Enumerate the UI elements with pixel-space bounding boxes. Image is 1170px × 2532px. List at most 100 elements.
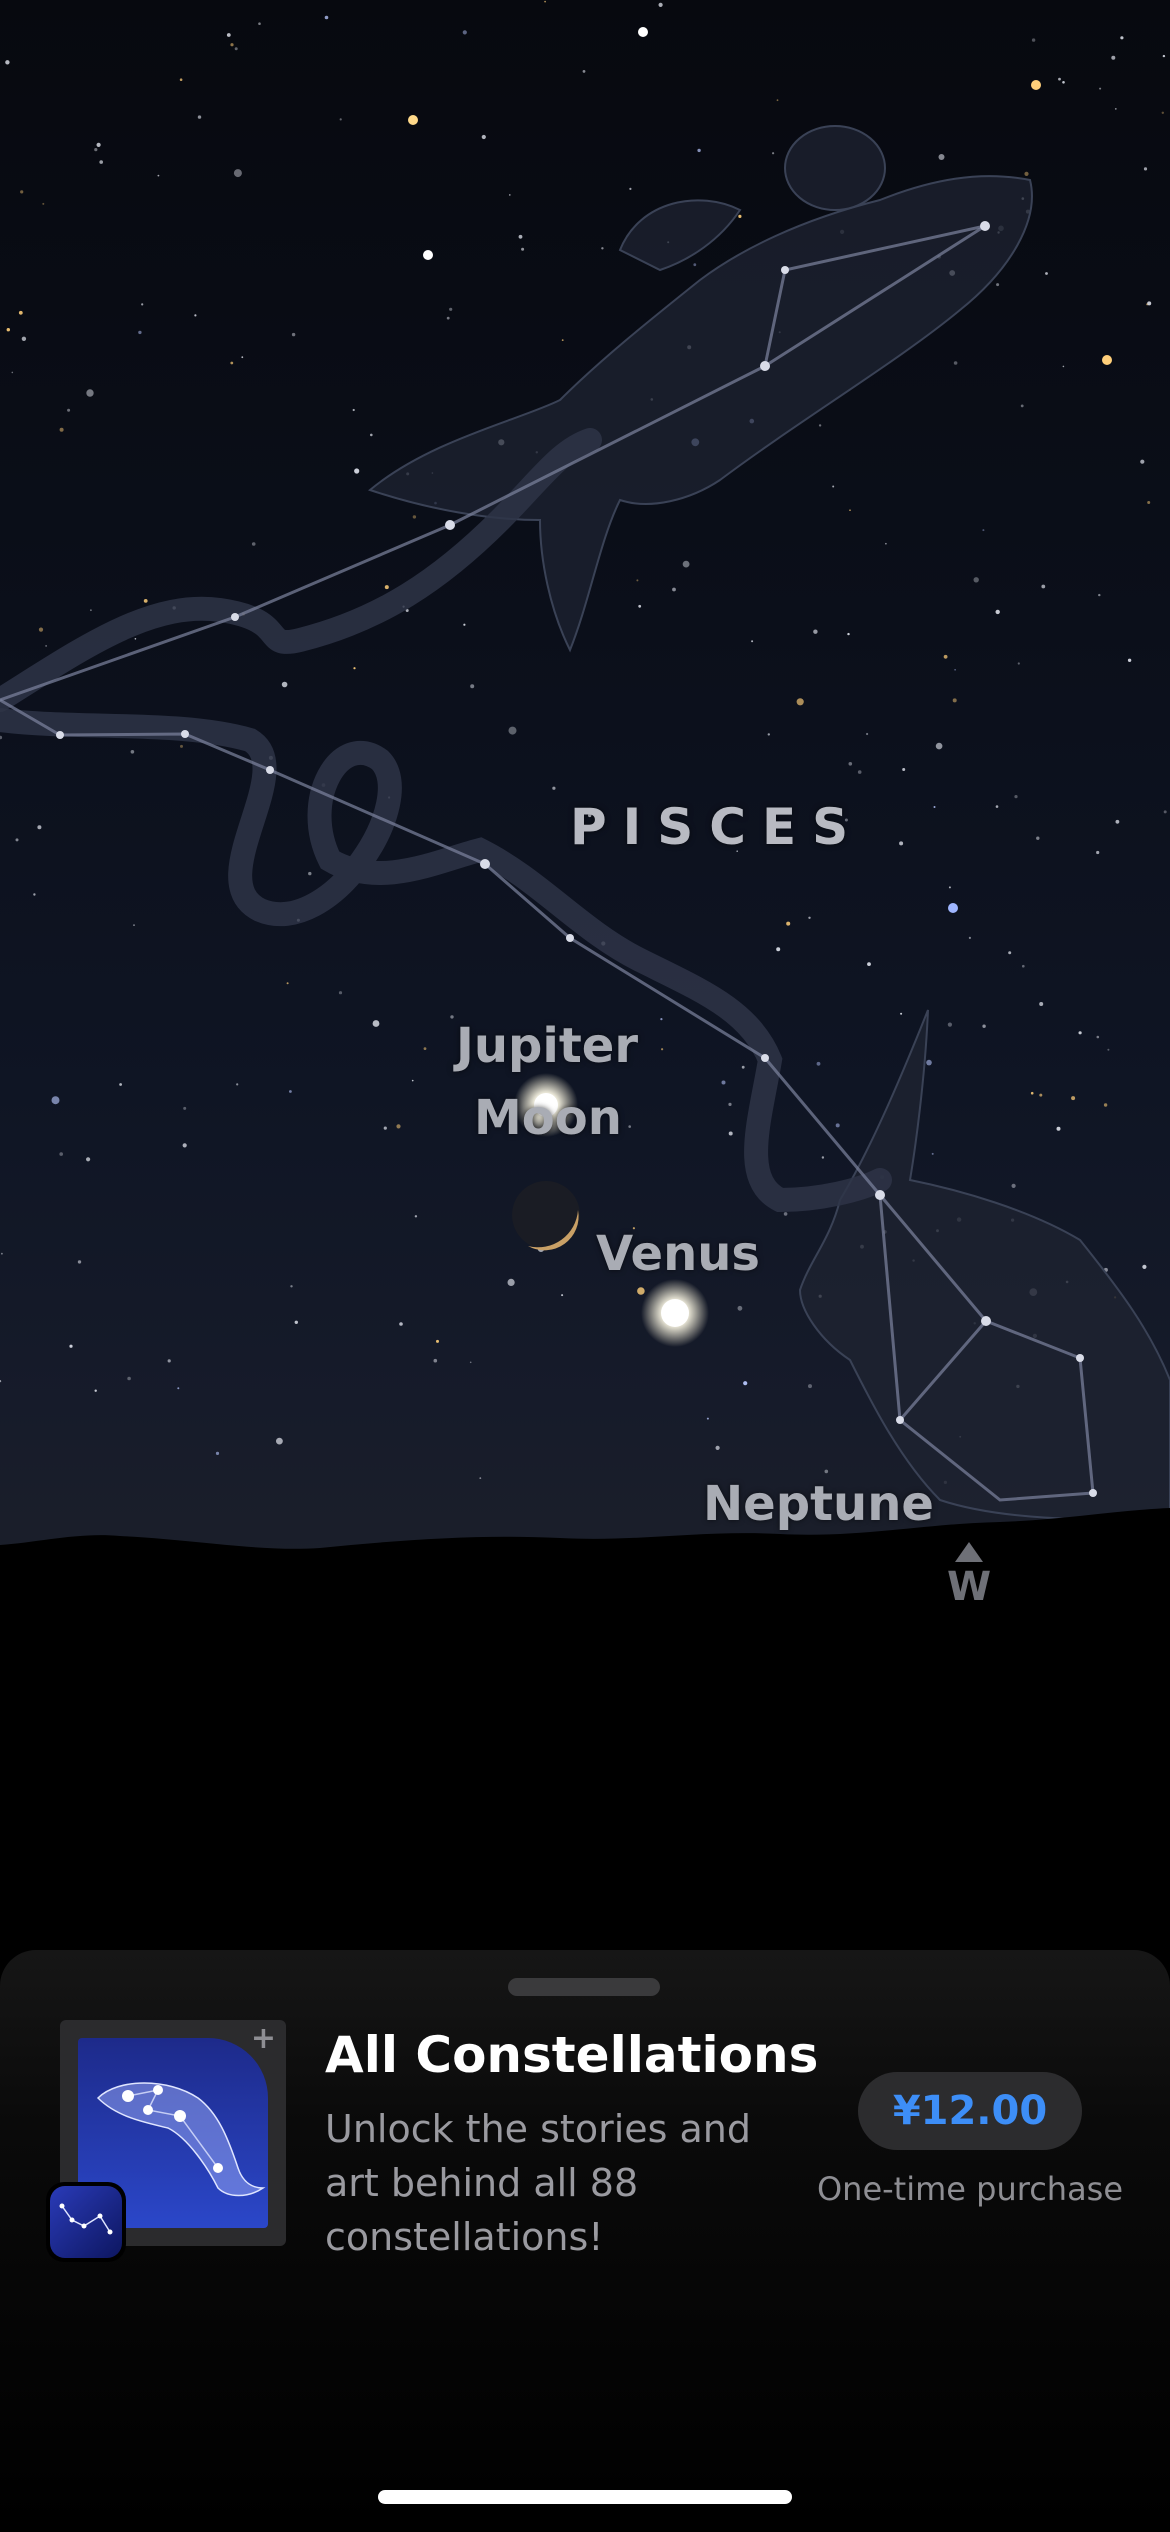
- background-star: [521, 247, 525, 251]
- background-star: [628, 1125, 631, 1128]
- background-star: [289, 1090, 292, 1093]
- background-star: [661, 1048, 664, 1051]
- background-star: [926, 1059, 932, 1066]
- background-star: [1147, 301, 1152, 306]
- background-star: [808, 1384, 812, 1389]
- background-star: [844, 818, 848, 822]
- constellation-label-pisces[interactable]: PISCES: [570, 798, 865, 856]
- background-star: [470, 684, 475, 689]
- background-star: [1062, 81, 1065, 84]
- background-star: [1096, 1035, 1100, 1039]
- background-star: [286, 982, 289, 985]
- jupiter-icon[interactable]: [514, 1073, 578, 1137]
- background-star: [412, 515, 417, 519]
- sheet-grabber-handle[interactable]: [508, 1978, 660, 1996]
- planet-label-venus[interactable]: Venus: [596, 1226, 760, 1282]
- background-star: [1111, 55, 1116, 60]
- background-star: [6, 328, 10, 332]
- planet-label-jupiter[interactable]: Jupiter: [456, 1018, 639, 1074]
- pisces-fish-top-art: [367, 125, 1033, 653]
- background-star: [1062, 365, 1065, 368]
- background-star: [772, 152, 775, 155]
- background-star: [411, 1079, 414, 1082]
- background-star: [1022, 964, 1025, 968]
- background-star: [182, 1143, 187, 1148]
- background-star: [715, 1445, 720, 1450]
- purchase-sheet[interactable]: +: [0, 1950, 1170, 2532]
- background-star: [743, 1381, 748, 1386]
- background-star: [902, 768, 906, 771]
- background-star: [384, 585, 389, 590]
- sky-view[interactable]: PISCES Jupiter Moon Venus Neptune W: [0, 0, 1170, 1610]
- background-star: [1058, 77, 1061, 81]
- background-star: [821, 1156, 825, 1159]
- background-star: [579, 812, 584, 816]
- background-star: [423, 1047, 427, 1050]
- background-star: [745, 1265, 750, 1270]
- background-star: [241, 356, 244, 359]
- background-star: [0, 735, 3, 740]
- background-star: [396, 1124, 401, 1129]
- background-star: [935, 742, 943, 750]
- background-star: [94, 148, 98, 152]
- background-star: [736, 850, 738, 852]
- background-star: [233, 169, 242, 178]
- background-star: [436, 1339, 439, 1343]
- sky-chart-svg: [0, 0, 1170, 1521]
- planet-label-moon[interactable]: Moon: [474, 1090, 622, 1146]
- background-star: [446, 316, 450, 320]
- background-star: [234, 47, 238, 51]
- background-star: [134, 638, 137, 640]
- background-star: [561, 339, 564, 341]
- background-star: [119, 1083, 122, 1086]
- background-star: [629, 187, 632, 190]
- background-star: [179, 78, 183, 81]
- background-star: [138, 330, 142, 335]
- background-star: [637, 1287, 645, 1295]
- background-star: [832, 485, 835, 488]
- background-star: [808, 916, 811, 919]
- background-star: [290, 1285, 293, 1288]
- background-star: [399, 1322, 403, 1326]
- background-star: [354, 468, 360, 474]
- background-star: [324, 15, 329, 20]
- buy-price-button[interactable]: ¥12.00: [858, 2072, 1082, 2150]
- planet-label-neptune[interactable]: Neptune: [703, 1476, 934, 1532]
- background-star: [697, 148, 701, 153]
- background-star: [183, 1106, 187, 1110]
- moon-icon[interactable]: [512, 1181, 580, 1251]
- background-star: [353, 667, 356, 670]
- home-indicator[interactable]: [378, 2490, 792, 2504]
- background-star: [1098, 593, 1101, 597]
- background-star: [143, 599, 148, 603]
- background-star: [339, 118, 342, 121]
- pisces-constellation-stars: [56, 221, 1097, 1497]
- background-star: [59, 1152, 63, 1156]
- background-star: [948, 886, 951, 889]
- background-star: [847, 632, 850, 636]
- compass-direction: W: [944, 1542, 994, 1610]
- background-star: [433, 1358, 438, 1363]
- background-star: [601, 247, 604, 250]
- background-star: [507, 1278, 515, 1286]
- background-star: [77, 1260, 82, 1264]
- background-star: [1011, 1183, 1016, 1188]
- background-star: [1162, 54, 1166, 58]
- background-star: [1039, 1002, 1044, 1006]
- triangle-up-icon: [955, 1542, 983, 1562]
- compass-direction-label: W: [946, 1564, 992, 1610]
- background-star: [130, 750, 135, 754]
- background-star: [1078, 1031, 1082, 1035]
- background-star: [69, 1344, 73, 1348]
- background-star: [338, 991, 343, 995]
- background-star: [1024, 171, 1029, 176]
- background-star: [1031, 38, 1036, 42]
- venus-icon[interactable]: [641, 1279, 709, 1347]
- price-caption: One-time purchase: [816, 2170, 1124, 2208]
- background-star: [450, 1015, 454, 1019]
- background-star: [973, 577, 979, 583]
- background-star: [1039, 1093, 1043, 1097]
- background-star: [660, 1018, 663, 1021]
- background-star: [194, 314, 197, 317]
